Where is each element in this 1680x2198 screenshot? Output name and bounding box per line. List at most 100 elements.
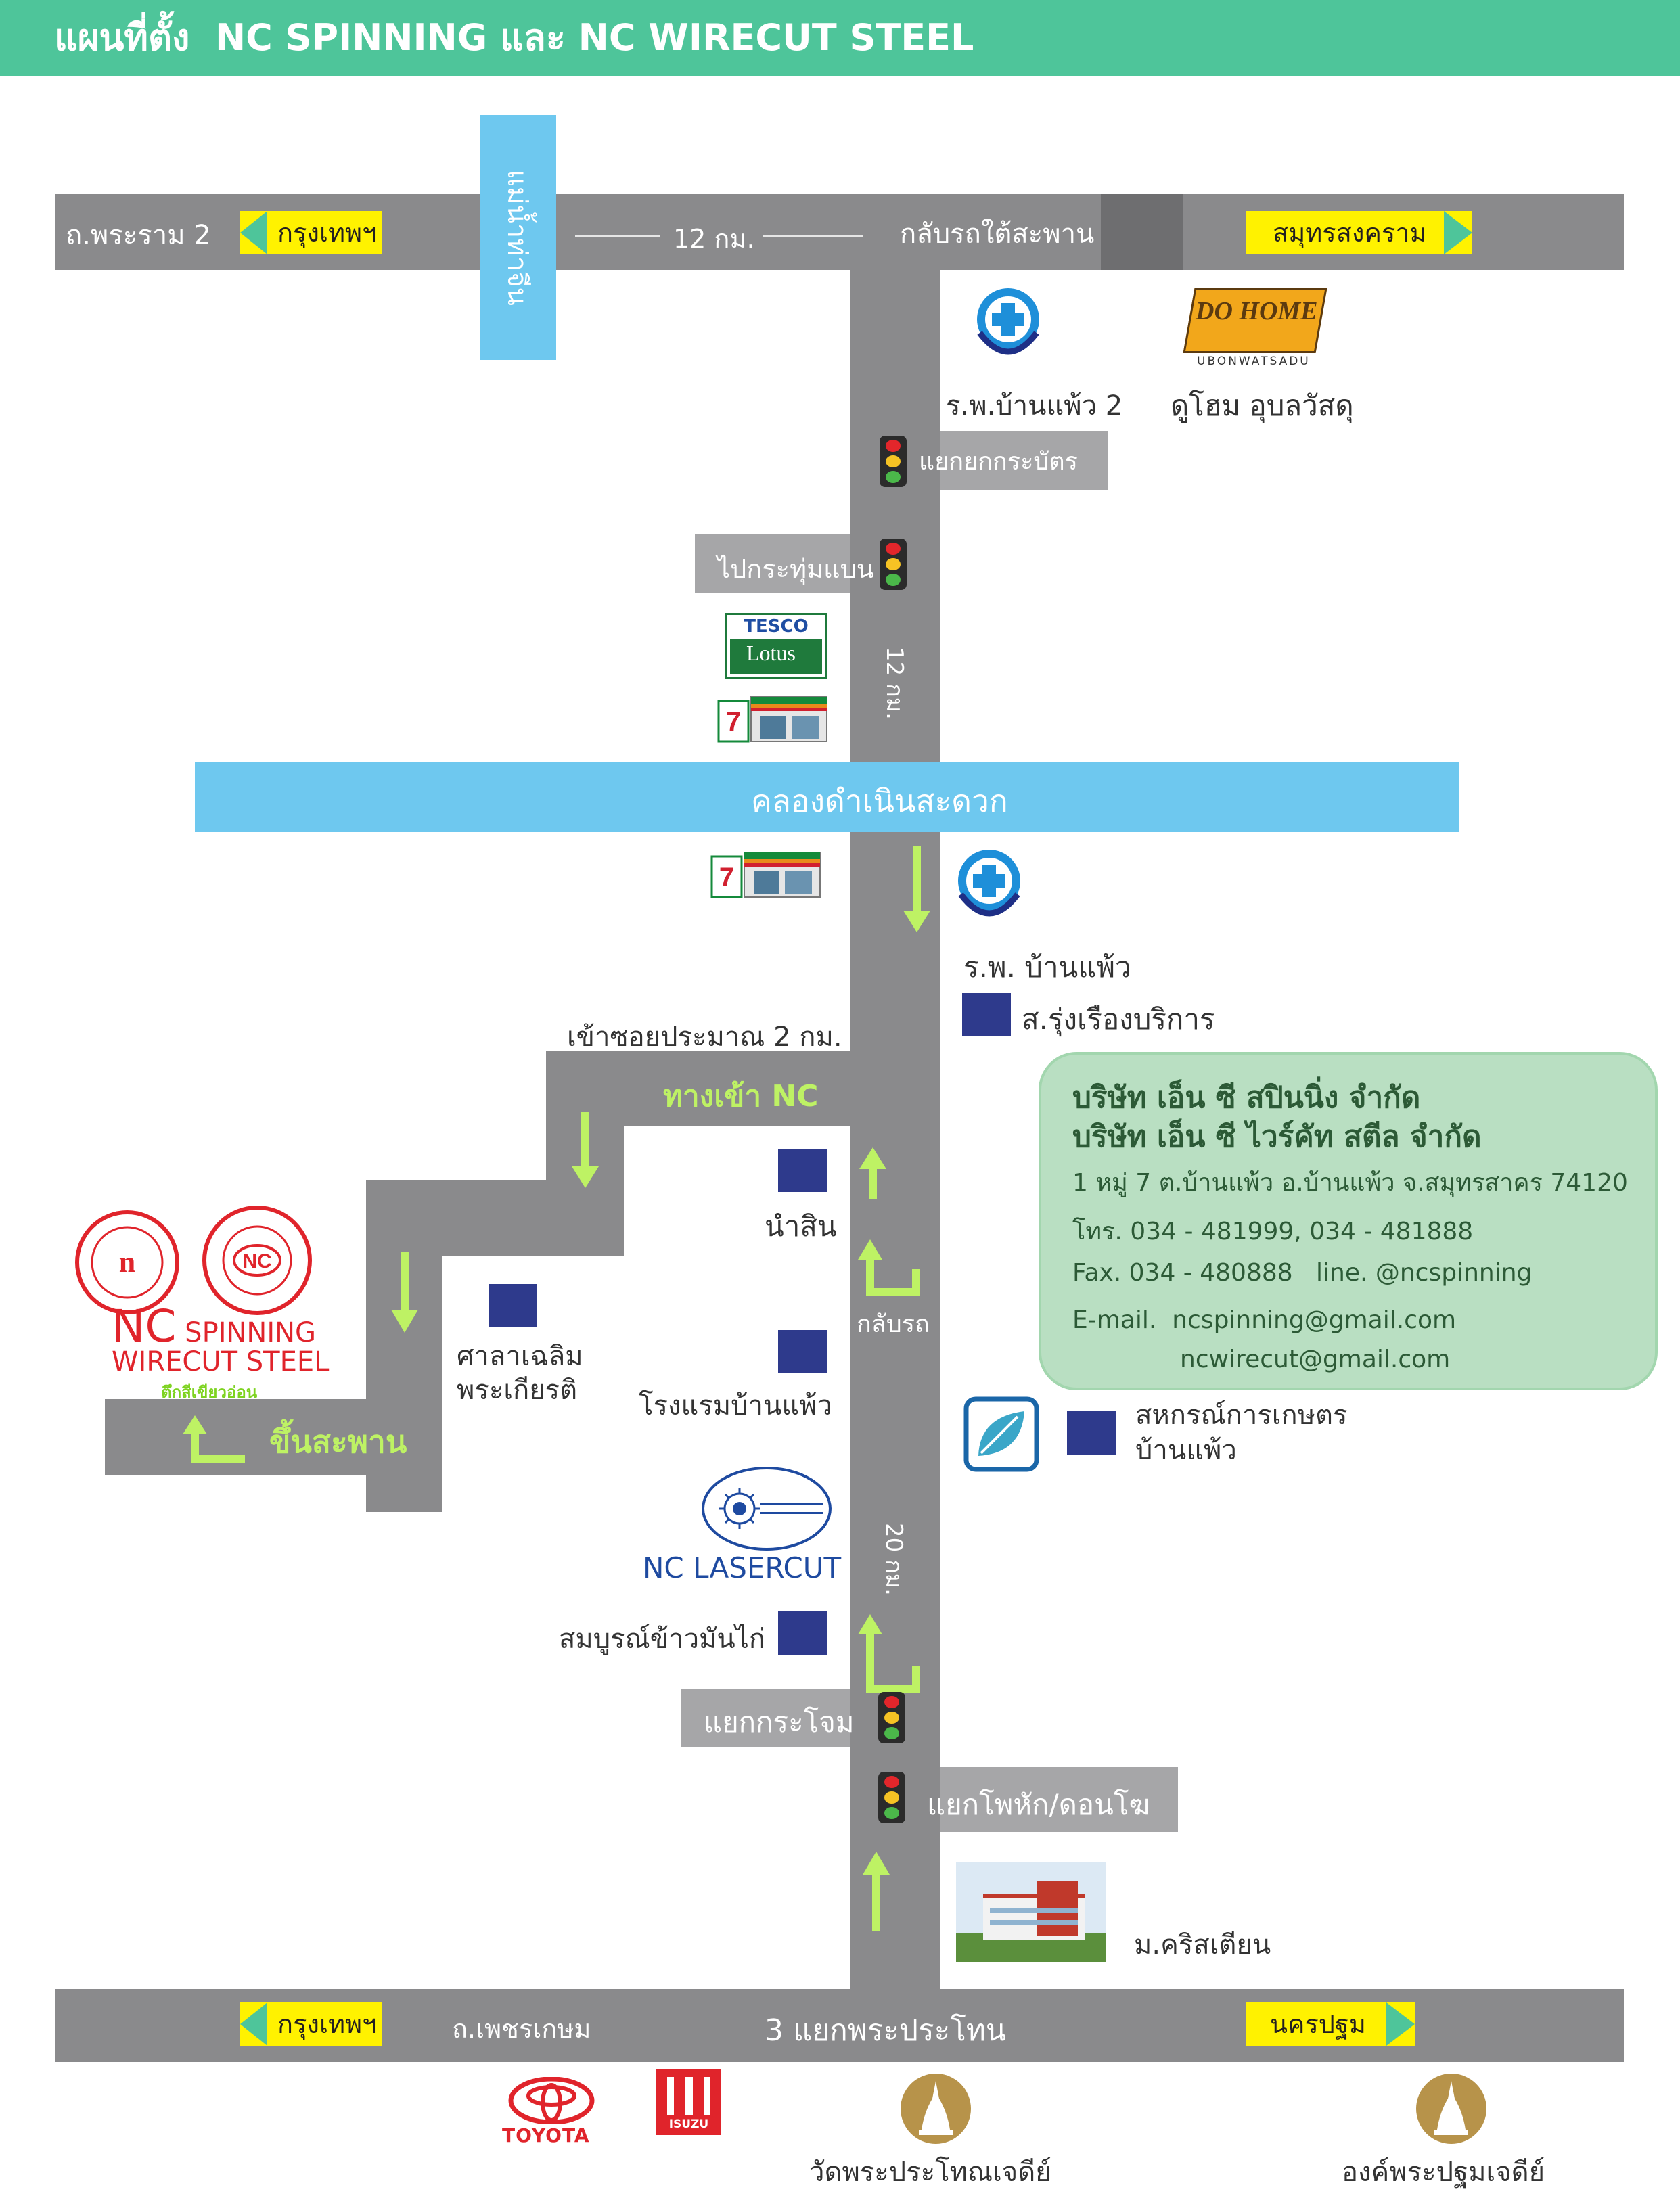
nc-spinning-seal-icon: n	[75, 1210, 179, 1314]
svg-text:7: 7	[719, 863, 734, 892]
arrow-down-icon	[572, 1112, 599, 1188]
sign-bangkok-top: กรุงเทพฯ	[240, 211, 382, 254]
isuzu-label: ISUZU	[668, 2117, 709, 2131]
traffic-light-icon	[878, 1692, 905, 1743]
seven-eleven-store-icon: 7	[710, 852, 821, 898]
canal-damnoen-saduak	[195, 762, 1459, 832]
poi-square-hotel	[778, 1330, 827, 1373]
dohome-label: ดูโฮม อุบลวัสดุ	[1171, 389, 1354, 422]
u-turn-arrow-icon	[858, 1614, 920, 1693]
bridge-underpass	[1101, 194, 1183, 270]
arrow-right-icon	[1444, 211, 1472, 254]
up-bridge-label: ขึ้นสะพาน	[269, 1423, 407, 1460]
company-email-wirecut[interactable]: ncwirecut@gmail.com	[1180, 1346, 1451, 1373]
nc-entrance-label: ทางเข้า NC	[663, 1079, 819, 1114]
sign-samut-songkhram: สมุทรสงคราม	[1246, 211, 1472, 254]
pagoda-icon	[1416, 2074, 1486, 2144]
header-bar	[0, 0, 1680, 76]
company-address: 1 หมู่ 7 ต.บ้านแพ้ว อ.บ้านแพ้ว จ.สมุทรสา…	[1072, 1169, 1628, 1197]
nc-spinning-name-nc: NC	[112, 1300, 177, 1352]
poi-square-somboon	[778, 1611, 827, 1655]
wat-pra-prathon-label: วัดพระประโทณเจดีย์	[809, 2157, 1051, 2188]
distance-line-right	[763, 235, 863, 237]
street-krathum-baen	[695, 534, 850, 593]
dohome-sub-text: UBONWATSADU	[1197, 354, 1311, 368]
nc-spinning-name-spinning: SPINNING	[176, 1317, 317, 1348]
company-email-spinning[interactable]: E-mail. ncspinning@gmail.com	[1072, 1306, 1457, 1334]
tesco-text: TESCO	[744, 616, 809, 637]
nc-wirecut-name: WIRECUT STEEL	[112, 1346, 330, 1377]
phra-pathom-label: องค์พระปฐมเจดีย์	[1342, 2157, 1545, 2188]
arrow-up-icon	[863, 1852, 890, 1931]
junction-kok-krabat-label: แยกยกกระบัตร	[919, 448, 1079, 476]
junction-krachom-label: แยกกระโจม	[704, 1705, 855, 1739]
traffic-light-icon	[878, 1772, 905, 1823]
nc-lasercut-label: NC LASERCUT	[643, 1551, 842, 1584]
arrow-left-icon	[240, 211, 267, 254]
street-krachom	[681, 1689, 850, 1747]
dohome-logo-text: DO HOME	[1196, 297, 1318, 325]
svg-text:n: n	[119, 1245, 135, 1279]
turn-right-arrow-icon	[183, 1415, 245, 1463]
hospital-icon	[958, 850, 1020, 917]
street-kok-krabat	[940, 431, 1108, 490]
rung-rueang-label: ส.รุ่งเรืองบริการ	[1022, 1003, 1215, 1036]
sign-bangkok-bottom: กรุงเทพฯ	[240, 2002, 382, 2046]
tesco-lotus-logo: TESCO Lotus	[725, 613, 827, 679]
sign-nakhon-pathom: นครปฐม	[1246, 2002, 1415, 2046]
toyota-logo-icon	[508, 2077, 595, 2124]
river-tha-chin	[480, 115, 556, 360]
christian-university-photo	[956, 1862, 1106, 1962]
company-name-wirecut: บริษัท เอ็น ซี ไวร์คัท สตีล จำกัด	[1072, 1120, 1482, 1154]
vertical-distance-lower-label: 20 กม.	[880, 1523, 907, 1596]
nc-wirecut-seal-icon: NC	[202, 1206, 312, 1315]
junction-pho-hak-label: แยกโพหัก/ดอนโฆ	[927, 1788, 1150, 1821]
canal-label: คลองดำเนินสะดวก	[751, 783, 1008, 819]
dohome-logo: DO HOME UBONWATSADU	[1182, 281, 1327, 371]
company-info-card: บริษัท เอ็น ซี สปินนิ่ง จำกัด บริษัท เอ็…	[1039, 1052, 1658, 1390]
poi-square-cooperative	[1067, 1411, 1116, 1455]
hospital-2-icon	[977, 288, 1039, 355]
hospital-label: ร.พ. บ้านแพ้ว	[963, 951, 1131, 984]
arrow-right-icon	[1386, 2002, 1415, 2046]
pagoda-icon	[901, 2074, 971, 2144]
u-turn-arrow-icon	[858, 1239, 920, 1296]
top-distance-label: 12 กม.	[673, 224, 755, 254]
nc-building-color-note: ตึกสีเขียวอ่อน	[161, 1383, 258, 1402]
poi-square-nam-sin	[778, 1149, 827, 1192]
traffic-light-icon	[880, 436, 907, 487]
rama2-road-label: ถ.พระราม 2	[66, 220, 211, 251]
hotel-label: โรงแรมบ้านแพ้ว	[639, 1390, 832, 1421]
vertical-distance-upper-label: 12 กม.	[881, 647, 908, 720]
seven-eleven-store-icon: 7	[717, 696, 827, 743]
cooperative-label: สหกรณ์การเกษตร บ้านแพ้ว	[1135, 1400, 1348, 1466]
nc-lasercut-logo-icon	[702, 1467, 832, 1551]
distance-line-left	[575, 235, 660, 237]
toyota-label: TOYOTA	[502, 2124, 590, 2147]
lotus-text: Lotus	[746, 641, 796, 665]
poi-square-sala	[489, 1284, 537, 1327]
bridge-road	[105, 1399, 442, 1475]
svg-text:7: 7	[726, 707, 741, 737]
company-name-spinning: บริษัท เอ็น ซี สปินนิ่ง จำกัด	[1072, 1080, 1421, 1115]
junction-krathum-baen-label: ไปกระทุ่มแบน	[717, 554, 874, 584]
hospital-2-label: ร.พ.บ้านแพ้ว 2	[946, 390, 1123, 421]
phetkasem-road-label: ถ.เพชรเกษม	[452, 2014, 591, 2044]
company-fax-line: Fax. 034 - 480888 line. @ncspinning	[1072, 1259, 1533, 1287]
arrow-up-icon	[859, 1147, 886, 1199]
sala-label: ศาลาเฉลิม พระเกียรติ	[457, 1341, 583, 1406]
river-label: แม่น้ำท่าจีน	[501, 169, 532, 306]
arrow-down-icon	[391, 1252, 418, 1333]
street-pho-hak	[940, 1767, 1178, 1832]
nam-sin-label: นำสิน	[765, 1210, 837, 1243]
soi-distance-label: เข้าซอยประมาณ 2 กม.	[567, 1022, 842, 1053]
arrow-left-icon	[240, 2002, 267, 2046]
pra-prathon-junction-label: 3 แยกพระประโทน	[765, 2013, 1006, 2048]
arrow-down-icon	[903, 846, 930, 932]
traffic-light-icon	[880, 539, 907, 590]
nc-spinning-name: NC SPINNING	[112, 1300, 316, 1352]
somboon-label: สมบูรณ์ข้าวมันไก่	[559, 1624, 766, 1655]
svg-text:NC: NC	[242, 1250, 271, 1273]
page-title: แผนที่ตั้ง NC SPINNING และ NC WIRECUT ST…	[54, 16, 974, 59]
christian-university-label: ม.คริสเตียน	[1134, 1929, 1271, 1961]
